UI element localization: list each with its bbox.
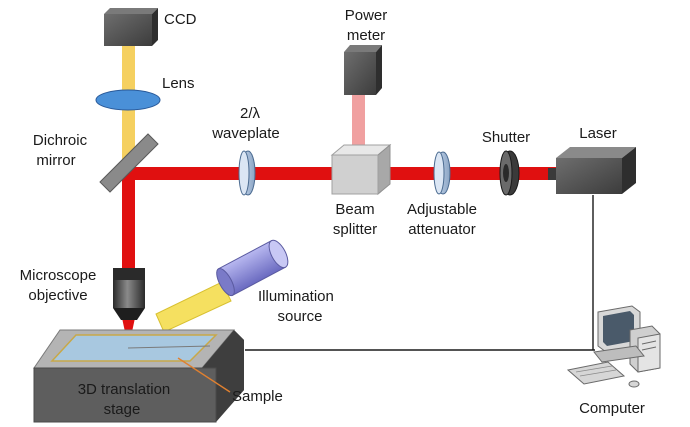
computer-icon xyxy=(566,305,661,388)
objective-label-1: Microscope xyxy=(20,267,97,284)
attenuator xyxy=(433,151,451,195)
power-meter xyxy=(344,45,382,95)
waveplate-label-1: 2/λ xyxy=(240,105,261,122)
stage-label-2: stage xyxy=(104,401,141,418)
attenuator-label-2: attenuator xyxy=(408,221,476,238)
illumination-label-2: source xyxy=(277,308,322,325)
objective-label-2: objective xyxy=(28,287,87,304)
illumination-cone xyxy=(155,281,232,333)
reflected-beam xyxy=(352,94,365,150)
shutter-label: Shutter xyxy=(482,129,530,146)
attenuator-label-1: Adjustable xyxy=(407,201,477,218)
power-meter-label-1: Power xyxy=(345,7,388,24)
illumination-source xyxy=(155,239,289,333)
dichroic-label-1: Dichroic xyxy=(33,132,88,149)
waveplate-label-2: waveplate xyxy=(211,125,280,142)
lens xyxy=(95,89,161,111)
stage-label-1: 3D translation xyxy=(78,381,171,398)
ccd-label: CCD xyxy=(164,11,197,28)
beam-splitter-label-1: Beam xyxy=(335,201,374,218)
dichroic-mirror xyxy=(99,133,159,193)
waveplate xyxy=(238,150,256,196)
shutter xyxy=(499,150,520,196)
laser xyxy=(548,147,636,194)
sample-pointer xyxy=(177,357,231,393)
illumination-label-1: Illumination xyxy=(258,288,334,305)
illumination-body xyxy=(216,239,289,297)
laser-label: Laser xyxy=(579,125,617,142)
beam-splitter-label-2: splitter xyxy=(333,221,377,238)
translation-stage xyxy=(33,329,244,423)
beam-splitter xyxy=(330,143,392,196)
dichroic-label-2: mirror xyxy=(36,152,75,169)
laser-beam-vertical xyxy=(122,170,135,268)
power-meter-label-2: meter xyxy=(347,27,385,44)
sample-label: Sample xyxy=(232,388,283,405)
computer-label: Computer xyxy=(579,400,645,417)
cables xyxy=(245,195,595,351)
lens-label: Lens xyxy=(162,75,195,92)
microscope-objective xyxy=(113,268,145,320)
ccd-camera xyxy=(104,8,158,46)
